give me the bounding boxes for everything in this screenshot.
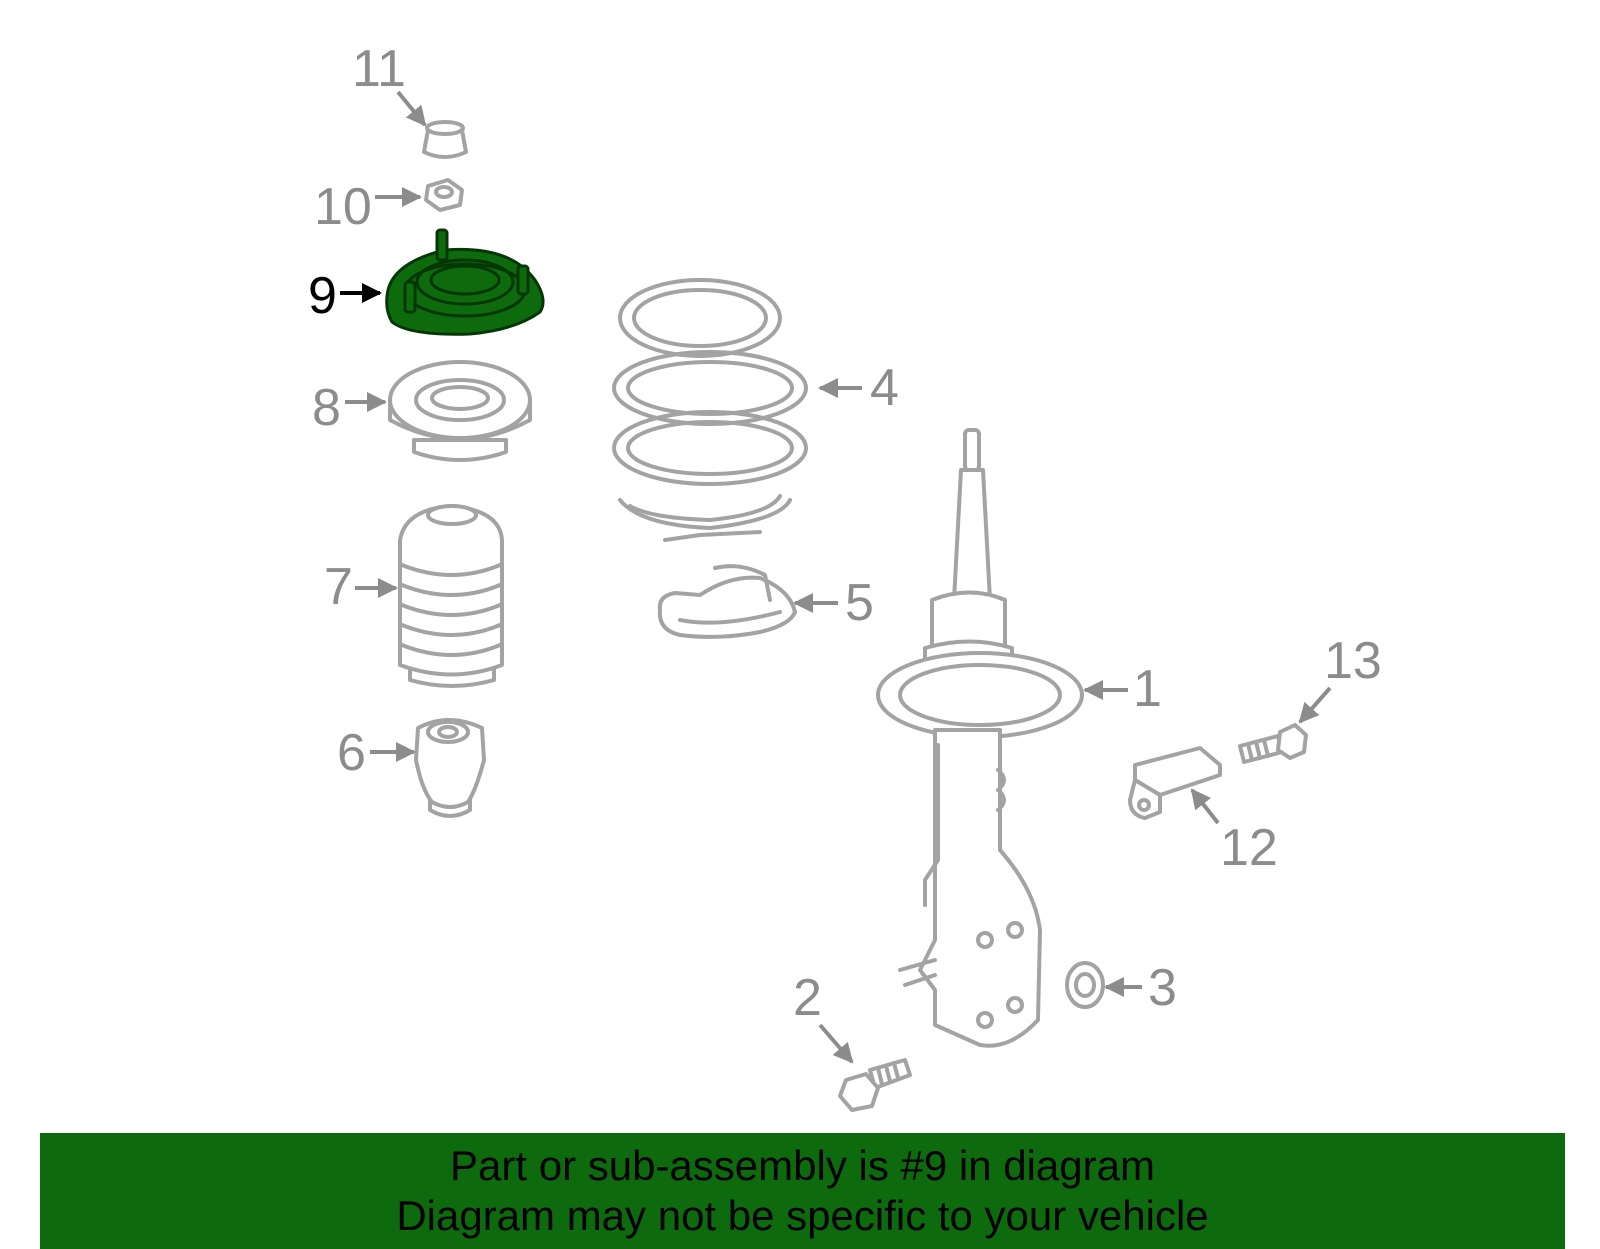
banner-line-2: Diagram may not be specific to your vehi… bbox=[396, 1192, 1209, 1239]
part-2-bolt[interactable] bbox=[838, 1058, 912, 1112]
callout-5: 5 bbox=[845, 574, 874, 632]
part-5-spring-insulator[interactable] bbox=[657, 564, 797, 639]
callout-12: 12 bbox=[1220, 819, 1278, 877]
arrow-2 bbox=[818, 1023, 854, 1064]
callout-11: 11 bbox=[352, 40, 406, 98]
part-10-nut[interactable] bbox=[424, 178, 464, 212]
arrow-12 bbox=[1190, 788, 1220, 825]
callout-3: 3 bbox=[1148, 959, 1177, 1017]
part-3-flange-nut[interactable] bbox=[1065, 961, 1105, 1009]
callout-13: 13 bbox=[1324, 632, 1382, 690]
callout-7: 7 bbox=[324, 558, 353, 616]
callout-10: 10 bbox=[314, 178, 372, 236]
part-7-dust-boot[interactable] bbox=[398, 504, 504, 688]
arrow-11 bbox=[396, 90, 427, 127]
part-12-bracket[interactable] bbox=[1128, 746, 1222, 820]
part-11-cap[interactable] bbox=[422, 120, 468, 159]
part-1-strut-assembly[interactable] bbox=[876, 428, 1084, 1048]
callout-6: 6 bbox=[337, 724, 366, 782]
part-6-bump-stop[interactable] bbox=[414, 718, 486, 818]
callout-1: 1 bbox=[1133, 660, 1162, 718]
info-banner: Part or sub-assembly is #9 in diagram Di… bbox=[40, 1133, 1565, 1249]
part-4-coil-spring[interactable] bbox=[612, 278, 808, 542]
callout-2: 2 bbox=[793, 969, 822, 1027]
part-13-bolt[interactable] bbox=[1238, 723, 1308, 764]
callout-4: 4 bbox=[870, 359, 899, 417]
part-9-strut-mount[interactable] bbox=[385, 228, 545, 336]
part-8-spring-seat[interactable] bbox=[388, 360, 532, 462]
callout-9: 9 bbox=[308, 267, 337, 325]
arrow-13 bbox=[1298, 686, 1332, 724]
banner-line-1: Part or sub-assembly is #9 in diagram bbox=[450, 1142, 1155, 1189]
callout-8: 8 bbox=[312, 379, 341, 437]
